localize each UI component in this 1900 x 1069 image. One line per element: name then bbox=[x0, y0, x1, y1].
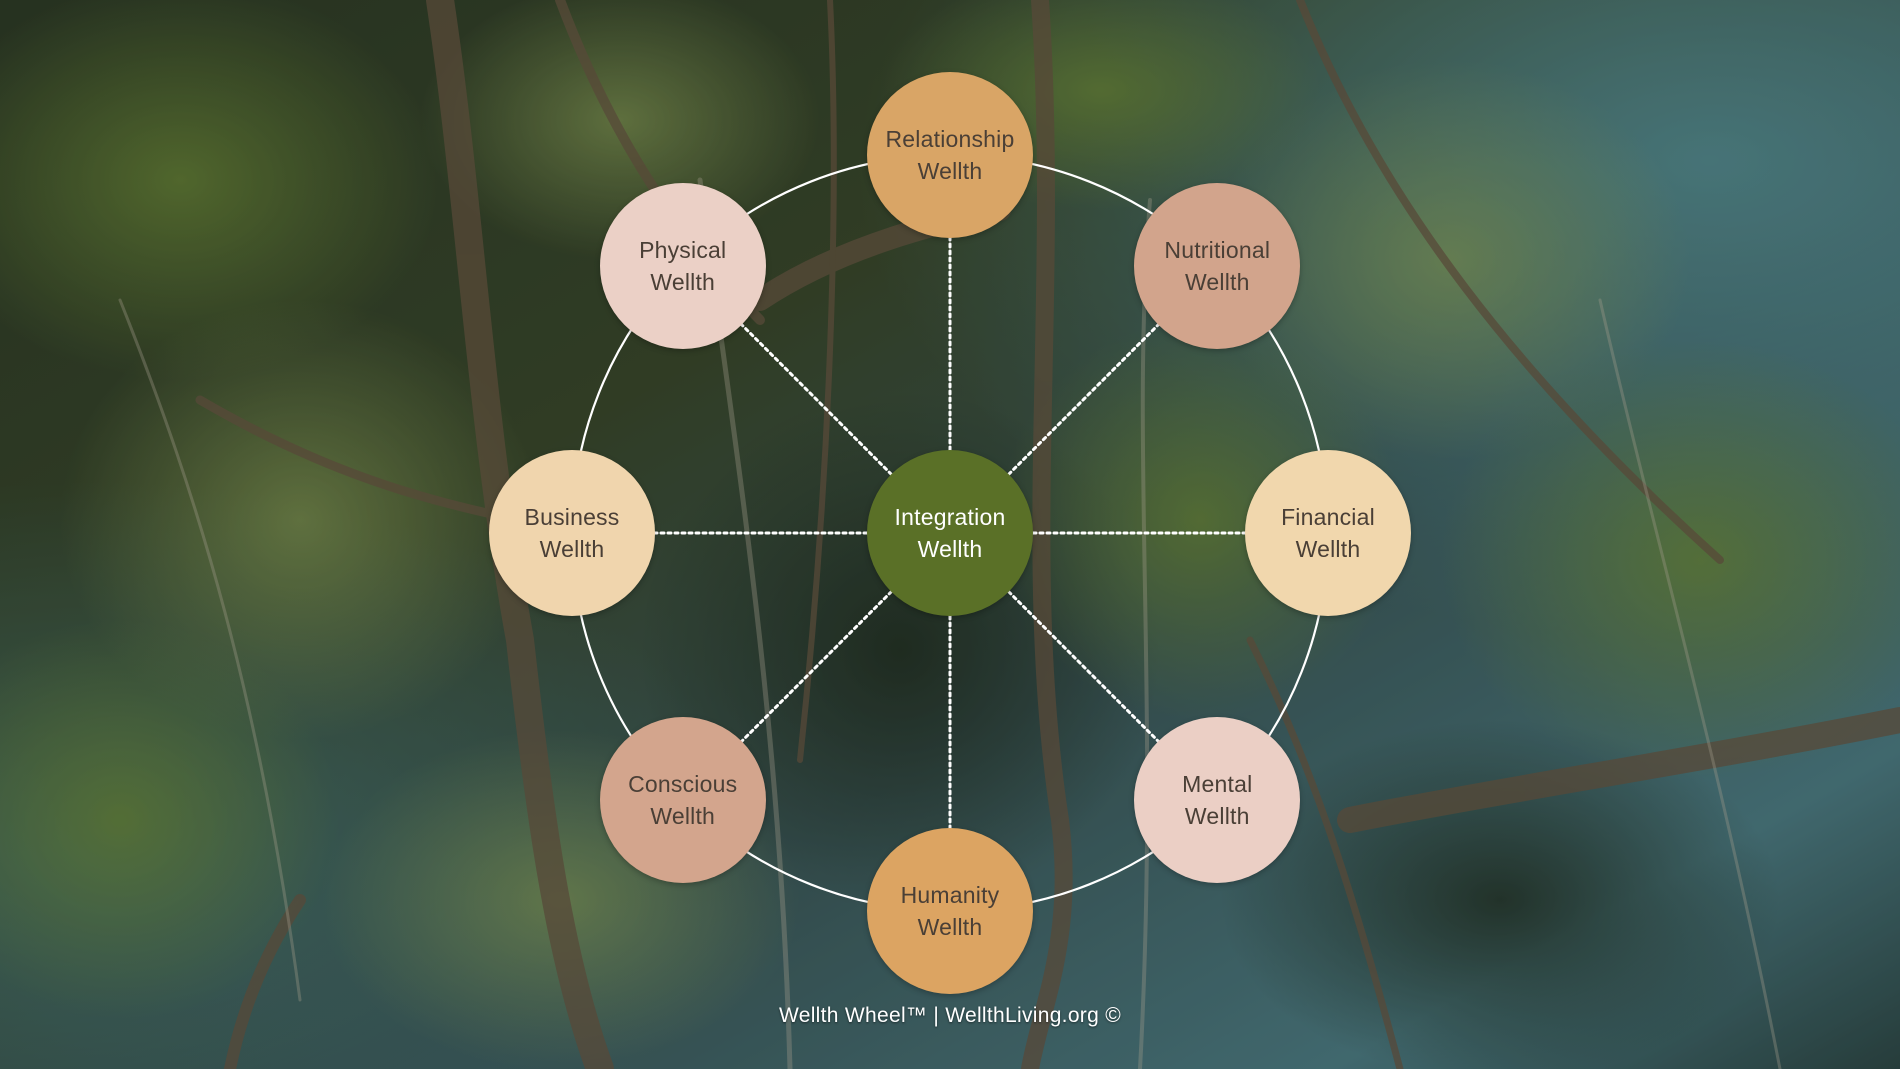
node-label: Mental Wellth bbox=[1182, 771, 1253, 830]
node-financial: Financial Wellth bbox=[1245, 450, 1411, 616]
spoke-line bbox=[1007, 322, 1161, 476]
spoke-line bbox=[1007, 590, 1161, 744]
node-label: Business Wellth bbox=[524, 504, 620, 562]
node-relationship: Relationship Wellth bbox=[867, 72, 1033, 238]
node-humanity: Humanity Wellth bbox=[867, 828, 1033, 994]
node-physical: Physical Wellth bbox=[599, 182, 766, 349]
node-business: Business Wellth bbox=[489, 450, 655, 616]
node-label: Nutritional Wellth bbox=[1164, 236, 1271, 295]
center-node-integration: Integration Wellth bbox=[867, 450, 1033, 616]
node-label: Physical Wellth bbox=[639, 236, 727, 295]
node-label: Financial Wellth bbox=[1281, 504, 1375, 562]
footer-credit: Wellth Wheel™ | WellthLiving.org © bbox=[779, 1004, 1121, 1027]
spoke-line bbox=[739, 590, 893, 744]
center-node-label: Integration Wellth bbox=[894, 504, 1006, 562]
spoke-lines bbox=[653, 236, 1247, 830]
node-nutritional: Nutritional Wellth bbox=[1134, 182, 1301, 349]
node-label: Humanity Wellth bbox=[900, 882, 1000, 940]
node-label: Relationship Wellth bbox=[885, 126, 1015, 184]
spoke-line bbox=[739, 322, 893, 476]
node-mental: Mental Wellth bbox=[1134, 717, 1301, 884]
node-label: Conscious Wellth bbox=[628, 771, 738, 830]
node-conscious: Conscious Wellth bbox=[599, 717, 766, 884]
